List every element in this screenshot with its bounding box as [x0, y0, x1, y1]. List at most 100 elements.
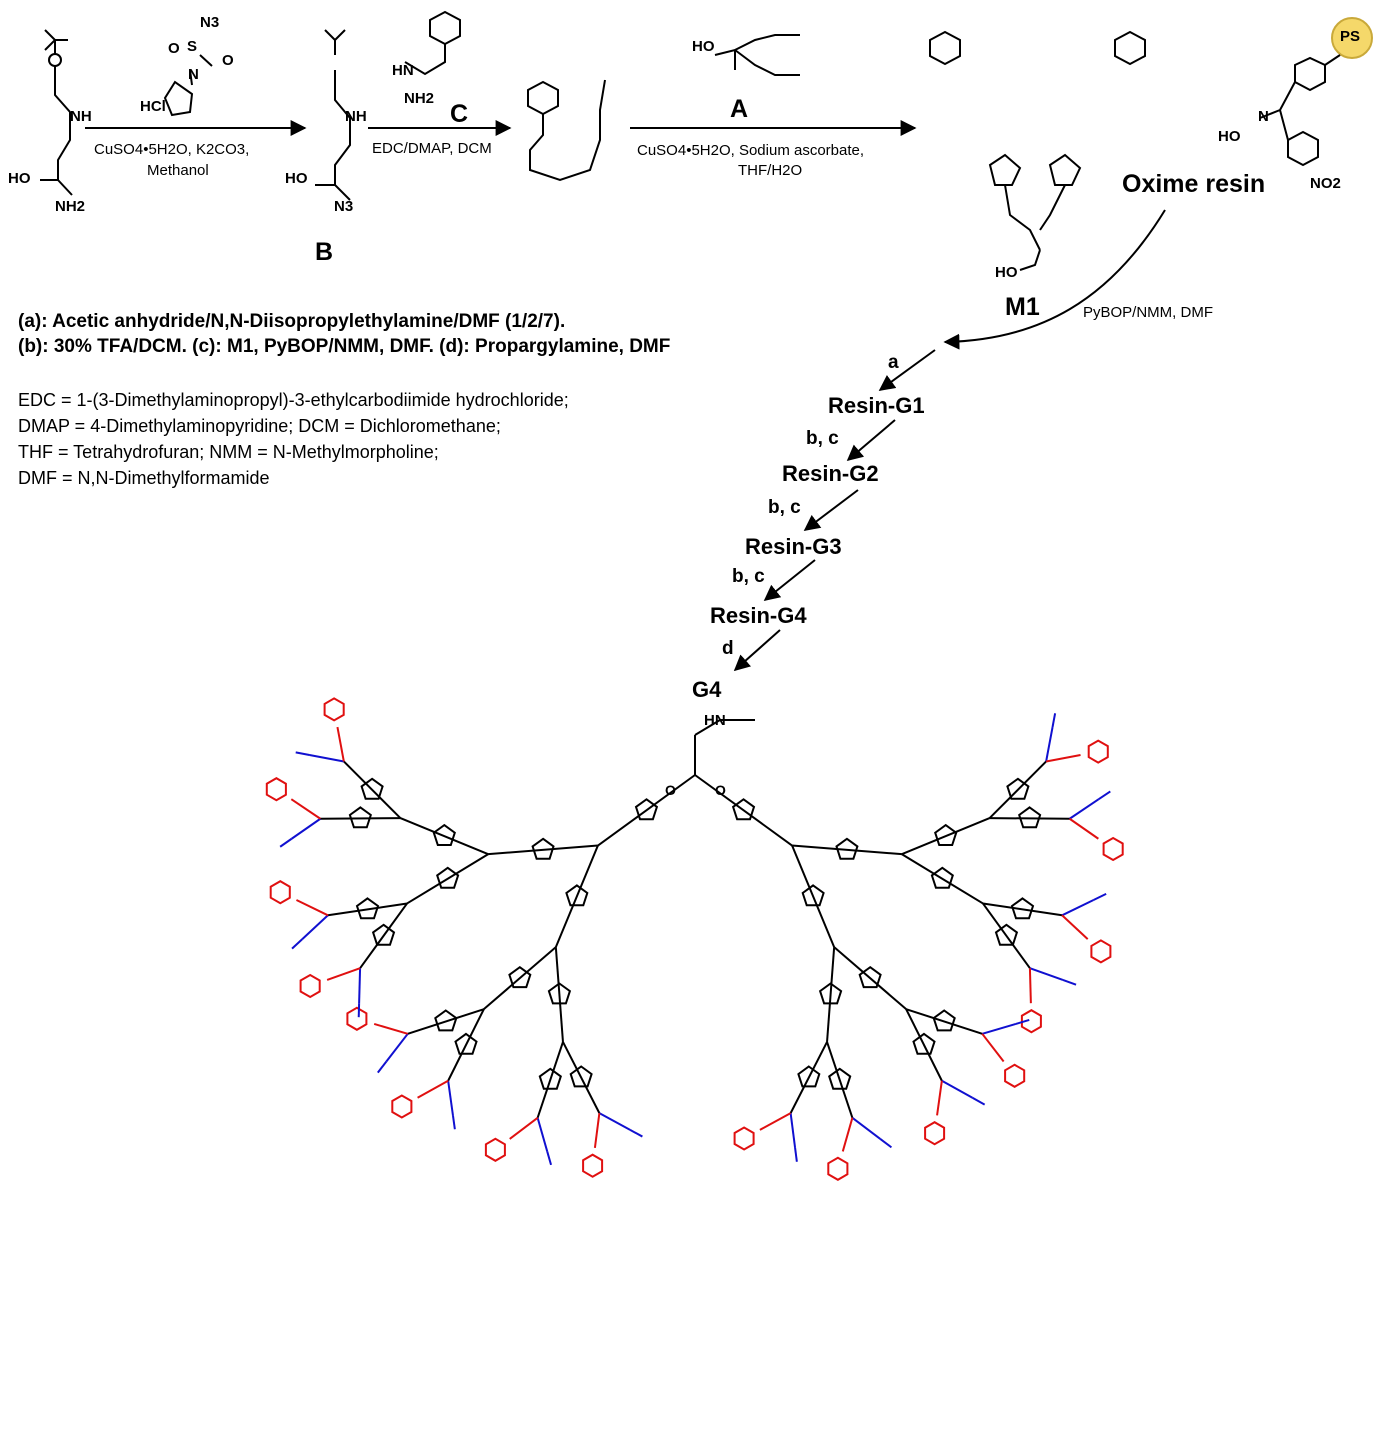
benzene-ring	[1020, 1009, 1042, 1034]
coupling-conditions: PyBOP/NMM, DMF	[1083, 304, 1213, 321]
monomer-m1-structure	[929, 30, 1146, 271]
step3-conditions-line2: THF/H2O	[738, 162, 803, 179]
bond	[488, 844, 598, 856]
bond	[483, 946, 557, 1010]
bond	[279, 837, 293, 848]
sequence-step-1-product: Resin-G1	[828, 393, 925, 418]
bond	[509, 1116, 539, 1140]
bond	[794, 1147, 798, 1162]
triazole-ring	[360, 777, 384, 800]
bond	[562, 1041, 601, 1114]
step1-conditions-line2: Methanol	[147, 162, 209, 179]
bond	[1015, 1019, 1030, 1025]
benzene-ring	[391, 1094, 413, 1119]
bond	[536, 1117, 549, 1152]
bond	[905, 1008, 943, 1082]
triazole-ring	[731, 798, 756, 821]
bond	[1093, 893, 1107, 901]
reagent-c-nh2-label: NH2	[404, 90, 435, 107]
benzene-ring	[299, 973, 321, 999]
benzene-ring	[1102, 836, 1124, 862]
triazole-ring	[801, 884, 825, 907]
bond	[981, 1033, 1005, 1063]
abbreviation-line-2: DMAP = 4-Dimethylaminopyridine; DCM = Di…	[18, 416, 501, 436]
bond	[301, 914, 329, 940]
reagent-a-ho-label: HO	[692, 38, 715, 55]
bond	[359, 902, 408, 969]
bond	[981, 1022, 1017, 1035]
bond	[789, 1041, 828, 1114]
bond	[901, 853, 984, 905]
bond	[789, 1113, 797, 1148]
lysine-ho-label: HO	[8, 170, 31, 187]
triazole-ring	[348, 806, 372, 829]
triazole-ring	[1010, 897, 1035, 920]
bond	[593, 1113, 601, 1148]
bond	[447, 1008, 485, 1082]
bond	[296, 899, 329, 917]
reagent-n3-label: N3	[200, 14, 220, 31]
sequence-step-2-reagent: b, c	[806, 428, 839, 449]
triazole-ring	[454, 1032, 478, 1055]
bond	[417, 1079, 449, 1099]
step3-conditions-line1: CuSO4•5H2O, Sodium ascorbate,	[637, 142, 865, 159]
bond	[326, 967, 361, 981]
bond	[385, 1033, 409, 1063]
bond	[1062, 979, 1077, 986]
benzene-ring	[1087, 739, 1109, 764]
bond	[554, 947, 564, 1042]
benzene-ring	[265, 777, 287, 802]
compound-b-ho-label: HO	[285, 170, 308, 187]
triazole-ring	[434, 1009, 458, 1032]
legend-line-a: (a): Acetic anhydride/N,N-Diisopropyleth…	[18, 311, 566, 332]
triazole-ring	[547, 982, 572, 1005]
step2-conditions: EDC/DMAP, DCM	[372, 140, 492, 157]
bond	[759, 1112, 792, 1131]
sequence-step-1-reagent: a	[888, 352, 899, 373]
benzene-ring	[827, 1156, 849, 1181]
bond	[554, 845, 599, 948]
bond	[336, 726, 345, 762]
bond	[1098, 790, 1111, 801]
oxime-resin-structure	[1259, 17, 1373, 167]
oxime-resin-label: Oxime resin	[1122, 170, 1266, 198]
triazole-ring	[934, 823, 958, 846]
reagent-ring-n-label: N	[188, 66, 199, 83]
g4-core-hn-label: HN	[704, 712, 726, 729]
ps-bead-label: PS	[1340, 28, 1361, 45]
oxime-no2-label: NO2	[1310, 175, 1341, 192]
compound-b-label: B	[315, 238, 334, 266]
triazole-ring	[531, 837, 555, 860]
bond	[982, 902, 1031, 969]
bond	[941, 1079, 973, 1099]
bond	[343, 760, 402, 819]
step1-conditions-line1: CuSO4•5H2O, K2CO3,	[94, 141, 250, 158]
triazole-ring	[818, 982, 843, 1005]
bond	[1029, 967, 1064, 981]
triazole-ring	[436, 866, 460, 889]
abbreviation-line-1: EDC = 1-(3-Dimethylaminopropyl)-3-ethylc…	[18, 390, 569, 410]
bond	[629, 1128, 643, 1138]
bond	[290, 798, 321, 820]
bond	[936, 1080, 943, 1116]
triazole-ring	[1006, 777, 1030, 800]
bond	[373, 1022, 409, 1035]
bond	[841, 1117, 854, 1152]
bond	[377, 1060, 388, 1074]
benzene-ring	[1090, 939, 1112, 964]
sequence-step-3-product: Resin-G3	[745, 534, 842, 559]
benzene-ring	[1004, 1063, 1026, 1088]
triazole-ring	[828, 1067, 852, 1090]
bond	[791, 845, 836, 948]
atom-label: O	[715, 782, 726, 798]
bond	[1061, 899, 1094, 917]
reagent-o2-label: O	[222, 52, 234, 69]
sequence-step-4-product: Resin-G4	[710, 603, 807, 628]
triazole-ring	[835, 837, 859, 860]
bond	[597, 774, 696, 847]
imidazole-reagent-structure	[163, 54, 213, 117]
benzene-ring	[269, 880, 291, 905]
oxime-n-label: N	[1258, 108, 1269, 125]
